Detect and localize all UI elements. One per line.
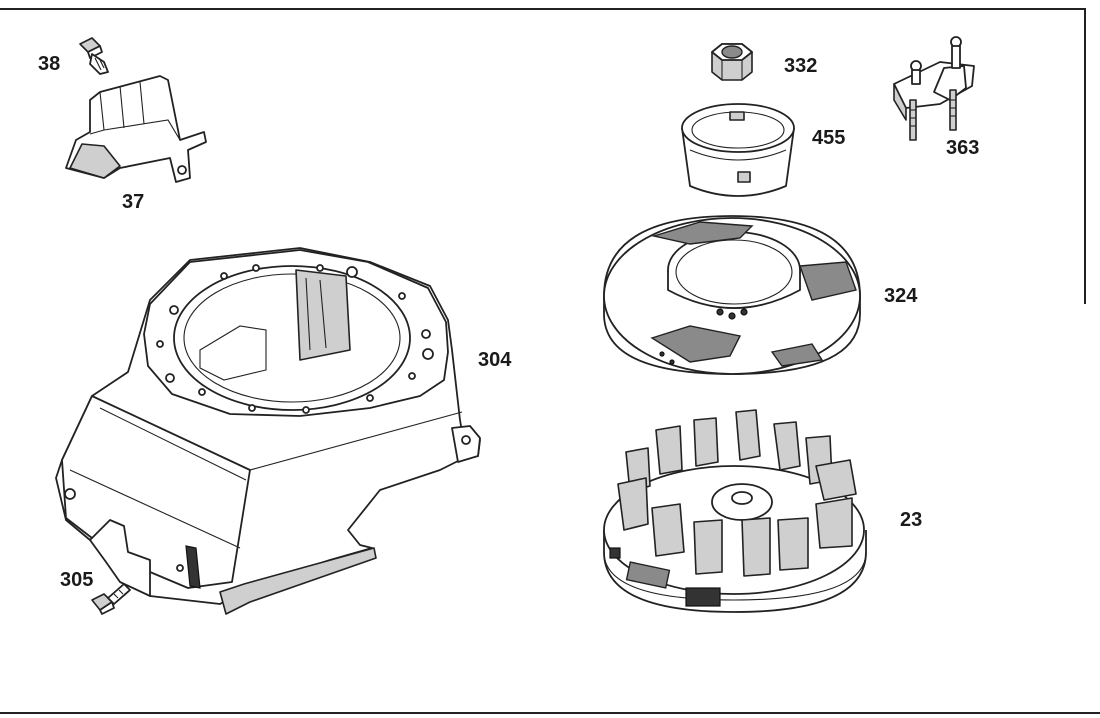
- bracket-363-drawing: [893, 36, 975, 141]
- part-label-332: 332: [784, 55, 818, 77]
- part-label-324: 324: [884, 285, 918, 307]
- part-label-37: 37: [122, 191, 145, 213]
- frame-top-border: [0, 8, 1086, 10]
- blower-housing-304-drawing: [55, 247, 481, 615]
- frame-right-border: [1084, 8, 1086, 304]
- screen-perforations: [650, 221, 857, 367]
- part-label-363: 363: [946, 137, 980, 159]
- frame-bottom-border: [0, 712, 1100, 714]
- screen-324-drawing: [603, 215, 861, 375]
- flywheel-23-drawing: [603, 409, 867, 613]
- part-label-23: 23: [900, 509, 923, 531]
- cup-455-drawing: [681, 103, 795, 197]
- part-label-455: 455: [812, 127, 846, 149]
- shroud-37-drawing: [65, 75, 207, 183]
- part-label-304: 304: [478, 349, 512, 371]
- nut-332-drawing: [711, 43, 753, 81]
- part-label-38: 38: [38, 53, 61, 75]
- flywheel-fins: [617, 409, 857, 577]
- part-label-305: 305: [60, 569, 94, 591]
- bolt-305-drawing: [91, 583, 131, 615]
- bolt-38-drawing: [79, 37, 109, 75]
